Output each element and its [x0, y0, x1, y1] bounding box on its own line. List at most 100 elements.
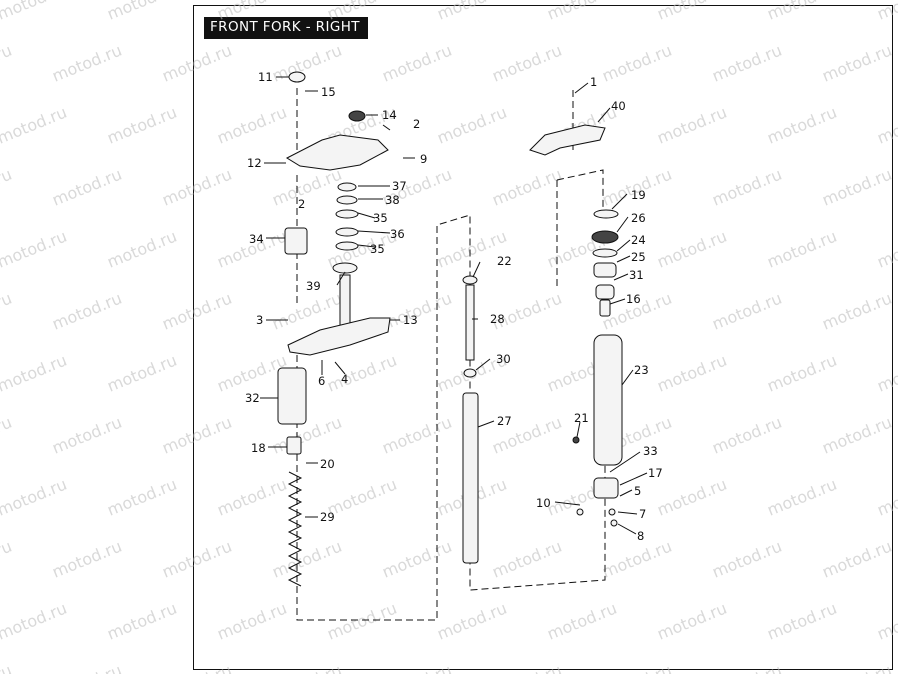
watermark-text: motod.ru — [214, 0, 289, 24]
cap-11 — [288, 71, 306, 83]
watermark-text: motod.ru — [269, 661, 344, 674]
watermark-text: motod.ru — [654, 103, 729, 148]
watermark-text: motod.ru — [0, 475, 70, 520]
watermark-text: motod.ru — [764, 351, 839, 396]
callout-1: 1 — [590, 75, 597, 89]
callouts: 11 15 14 2 12 9 37 38 2 35 36 34 35 39 3… — [245, 70, 663, 543]
watermark-text: motod.ru — [0, 599, 70, 644]
watermark-text: motod.ru — [104, 351, 179, 396]
title-box — [204, 17, 368, 39]
watermark-text: motod.ru — [709, 413, 784, 458]
watermark-text: motod.ru — [214, 599, 289, 644]
watermark-text: motod.ru — [434, 0, 509, 24]
steering-stem — [339, 274, 351, 331]
callout-18: 18 — [251, 441, 266, 455]
watermark-text: motod.ru — [379, 41, 454, 86]
watermark-text: motod.ru — [104, 475, 179, 520]
watermark-text: motod.ru — [0, 289, 15, 334]
watermark-text: motod.ru — [819, 165, 894, 210]
watermark-text: motod.ru — [489, 537, 564, 582]
callout-7: 7 — [639, 507, 646, 521]
watermark-text: motod.ru — [49, 289, 124, 334]
spacer-34 — [284, 227, 308, 255]
callout-5: 5 — [634, 484, 641, 498]
watermark-text: motod.ru — [764, 475, 839, 520]
watermark-text: motod.ru — [324, 0, 399, 24]
watermark-text: motod.ru — [599, 41, 674, 86]
watermark-text: motod.ru — [379, 661, 454, 674]
watermark-text: motod.ru — [874, 351, 898, 396]
watermark-text: motod.ru — [214, 103, 289, 148]
watermark-text: motod.ru — [544, 0, 619, 24]
watermark-text: motod.ru — [654, 599, 729, 644]
bushing-18 — [286, 436, 302, 455]
cover-32 — [277, 367, 307, 425]
watermark-text: motod.ru — [0, 661, 15, 674]
callout-37: 37 — [392, 179, 407, 193]
watermark-text: motod.ru — [379, 537, 454, 582]
watermark-text: motod.ru — [874, 599, 898, 644]
watermark-text: motod.ru — [0, 227, 70, 272]
watermark-text: motod.ru — [159, 413, 234, 458]
watermark-text: motod.ru — [654, 351, 729, 396]
watermark-text: motod.ru — [269, 165, 344, 210]
watermark-text: motod.ru — [49, 661, 124, 674]
callout-13: 13 — [403, 313, 418, 327]
watermark-text: motod.ru — [0, 41, 15, 86]
watermark-text: motod.ru — [819, 41, 894, 86]
watermark-text: motod.ru — [104, 103, 179, 148]
watermark-text: motod.ru — [709, 289, 784, 334]
watermark-text: motod.ru — [159, 289, 234, 334]
bracket-40 — [529, 124, 606, 156]
watermark-text: motod.ru — [874, 475, 898, 520]
watermark-text: motod.ru — [159, 165, 234, 210]
fork-tube-27 — [462, 392, 479, 564]
callout-23: 23 — [634, 363, 649, 377]
middle-column-parts — [462, 275, 479, 564]
callout-34: 34 — [249, 232, 264, 246]
watermark-text: motod.ru — [654, 475, 729, 520]
callout-28: 28 — [490, 312, 505, 326]
diagram-title: FRONT FORK - RIGHT — [210, 19, 360, 35]
watermark-text: motod.ru — [49, 537, 124, 582]
watermark-text: motod.ru — [819, 661, 894, 674]
callout-30: 30 — [496, 352, 511, 366]
callout-6: 6 — [318, 374, 325, 388]
race-35b — [335, 241, 359, 251]
watermark-text: motod.ru — [104, 0, 179, 24]
axle-boss-17 — [593, 477, 619, 499]
nut-8 — [610, 519, 618, 527]
callout-4: 4 — [341, 372, 348, 386]
watermark-text: motod.ru — [764, 0, 839, 24]
nut-14 — [348, 110, 366, 122]
watermark-text: motod.ru — [214, 475, 289, 520]
spring-29 — [287, 471, 303, 587]
callout-21: 21 — [574, 411, 589, 425]
watermark-text: motod.ru — [104, 227, 179, 272]
watermark-text: motod.ru — [819, 413, 894, 458]
watermark-text: motod.ru — [434, 599, 509, 644]
bearing-38 — [336, 195, 358, 205]
callout-29: 29 — [320, 510, 335, 524]
watermark-text: motod.ru — [0, 165, 15, 210]
watermark-text: motod.ru — [0, 537, 15, 582]
watermark-text: motod.ru — [49, 41, 124, 86]
watermark-text: motod.ru — [489, 41, 564, 86]
callout-17: 17 — [648, 466, 663, 480]
callout-16: 16 — [626, 292, 641, 306]
bushing-16 — [599, 299, 611, 317]
race-36 — [335, 227, 359, 237]
callout-38: 38 — [385, 193, 400, 207]
callout-11: 11 — [258, 70, 273, 84]
callout-39: 39 — [306, 279, 321, 293]
callout-8: 8 — [637, 529, 644, 543]
seal-39 — [332, 262, 358, 274]
watermark-text: motod.ru — [709, 41, 784, 86]
callout-20: 20 — [320, 457, 335, 471]
watermark-text: motod.ru — [324, 599, 399, 644]
left-column-parts — [277, 71, 391, 587]
watermark-text: motod.ru — [874, 103, 898, 148]
callout-36: 36 — [390, 227, 405, 241]
